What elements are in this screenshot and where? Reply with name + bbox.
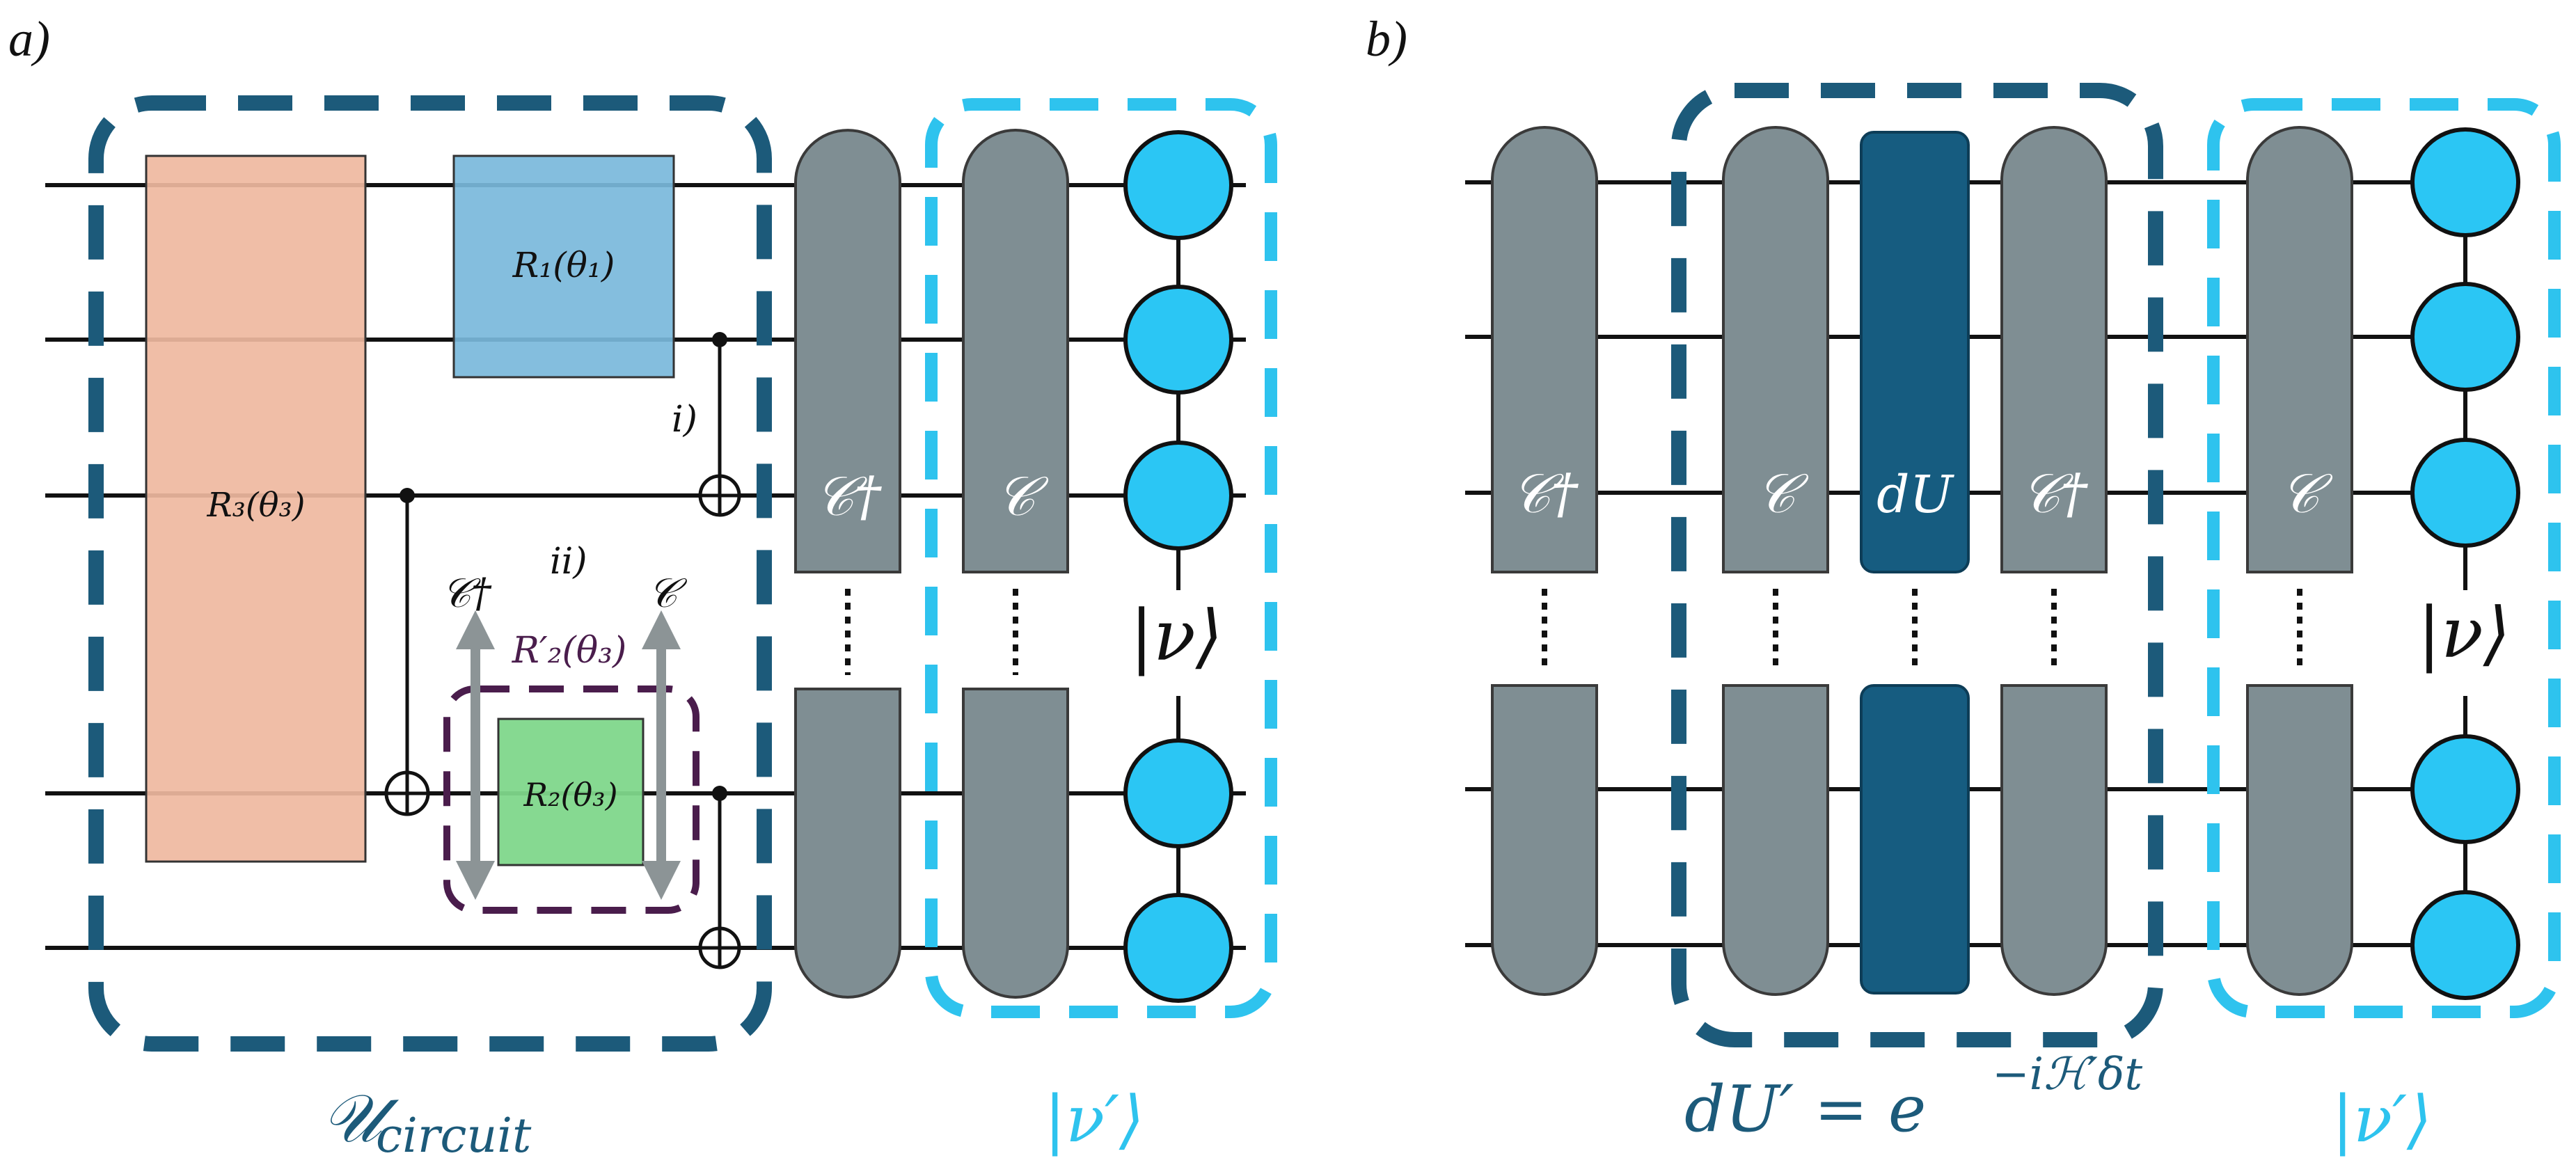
c-gate-b1: 𝒞	[1722, 126, 1829, 996]
c-dagger-gate-b2-top	[2000, 126, 2108, 573]
c-dagger-small: 𝒞†	[441, 569, 491, 617]
c-dagger-gate-a-label: 𝒞†	[814, 466, 883, 528]
c-dagger-gate-b1-bottom	[1491, 684, 1598, 996]
node-b-1	[2410, 127, 2520, 237]
cnot-i	[698, 332, 741, 517]
panel-b-label: b)	[1366, 11, 1407, 67]
control-dot-r3	[400, 488, 415, 503]
mark-ii: ii)	[550, 541, 587, 582]
c-dagger-gate-b1-label: 𝒞†	[1511, 463, 1579, 525]
nu-label-a: |ν⟩	[1130, 595, 1223, 676]
c-dagger-gate-a-top	[794, 129, 901, 573]
r3-label: R₃(θ₃)	[207, 486, 306, 525]
c-gate-b1-bottom	[1722, 684, 1829, 996]
nu-prime-label-a: |ν′⟩	[1044, 1082, 1144, 1157]
c-dagger-gate-b1-top	[1491, 126, 1598, 573]
mark-i: i)	[672, 399, 697, 441]
r2-label: R₂(θ₃)	[523, 776, 617, 814]
du-prime-exponent: −iℋ′δt	[1992, 1049, 2142, 1100]
c-gate-a: 𝒞	[962, 129, 1069, 999]
c-gate-a-top	[962, 129, 1069, 573]
c-gate-b2-bottom	[2246, 684, 2353, 996]
c-dagger-gate-b1: 𝒞†	[1491, 126, 1598, 996]
r1-label: R₁(θ₁)	[512, 245, 615, 285]
c-gate-b2-top	[2246, 126, 2353, 573]
c-small: 𝒞	[648, 569, 688, 617]
nu-state-a: |ν⟩	[1122, 130, 1235, 1003]
c-gate-b1-top	[1722, 126, 1829, 573]
cnot-r3	[384, 488, 430, 816]
node-b-4	[2410, 734, 2520, 844]
r2-prime-box	[443, 685, 700, 914]
nu-label-b: |ν⟩	[2417, 592, 2511, 674]
c-dagger-gate-b2-bottom	[2000, 684, 2108, 996]
nu-prime-box-b	[2207, 98, 2561, 1018]
c-dagger-gate-a-bottom	[794, 688, 901, 999]
cnot-ii	[698, 786, 741, 969]
node-b-5	[2410, 890, 2520, 1000]
c-dagger-gate-b2: 𝒞†	[2000, 126, 2108, 996]
control-dot-i	[712, 332, 727, 347]
du-gate-label: dU	[1876, 465, 1954, 525]
node-a-5	[1123, 893, 1233, 1003]
control-dot-ii	[712, 786, 727, 801]
c-dagger-gate-a: 𝒞†	[794, 129, 901, 999]
nu-prime-box-a	[925, 98, 1277, 1018]
c-gate-a-bottom	[962, 688, 1069, 999]
c-gate-b2: 𝒞	[2246, 126, 2353, 996]
node-a-1	[1123, 130, 1233, 240]
node-b-3	[2410, 438, 2520, 548]
panel-b: b) 𝒞† dU′ = e −iℋ′δt 𝒞	[1366, 11, 2561, 1157]
u-circuit-box	[88, 95, 772, 1052]
r1-gate	[452, 154, 675, 379]
node-a-4	[1123, 738, 1233, 848]
du-gate-bottom	[1860, 684, 1970, 994]
du-gate-top	[1860, 131, 1970, 573]
u-circuit-label: 𝒰 circuit	[322, 1079, 532, 1164]
r2-prime-label: R′₂(θ₃)	[512, 630, 627, 672]
panel-a: a) R₃(θ₃) R₁(θ₁) i)	[8, 11, 1277, 1164]
panel-a-label: a)	[8, 11, 50, 67]
c-dagger-gate-b2-label: 𝒞†	[2021, 463, 2089, 525]
du-gate: dU	[1860, 131, 1970, 994]
node-a-2	[1123, 285, 1233, 395]
node-a-3	[1123, 441, 1233, 550]
du-prime-box	[1671, 83, 2163, 1047]
r2-gate	[497, 718, 645, 866]
du-prime-label: dU′ = e −iℋ′δt	[1684, 1049, 2142, 1146]
r3-gate	[145, 154, 367, 863]
nu-prime-label-b: |ν′⟩	[2332, 1082, 2432, 1157]
u-circuit-subscript: circuit	[376, 1109, 532, 1164]
du-prime-lhs: dU′ = e	[1684, 1072, 1926, 1146]
nu-state-b: |ν⟩	[2410, 127, 2522, 1000]
node-b-2	[2410, 282, 2520, 392]
